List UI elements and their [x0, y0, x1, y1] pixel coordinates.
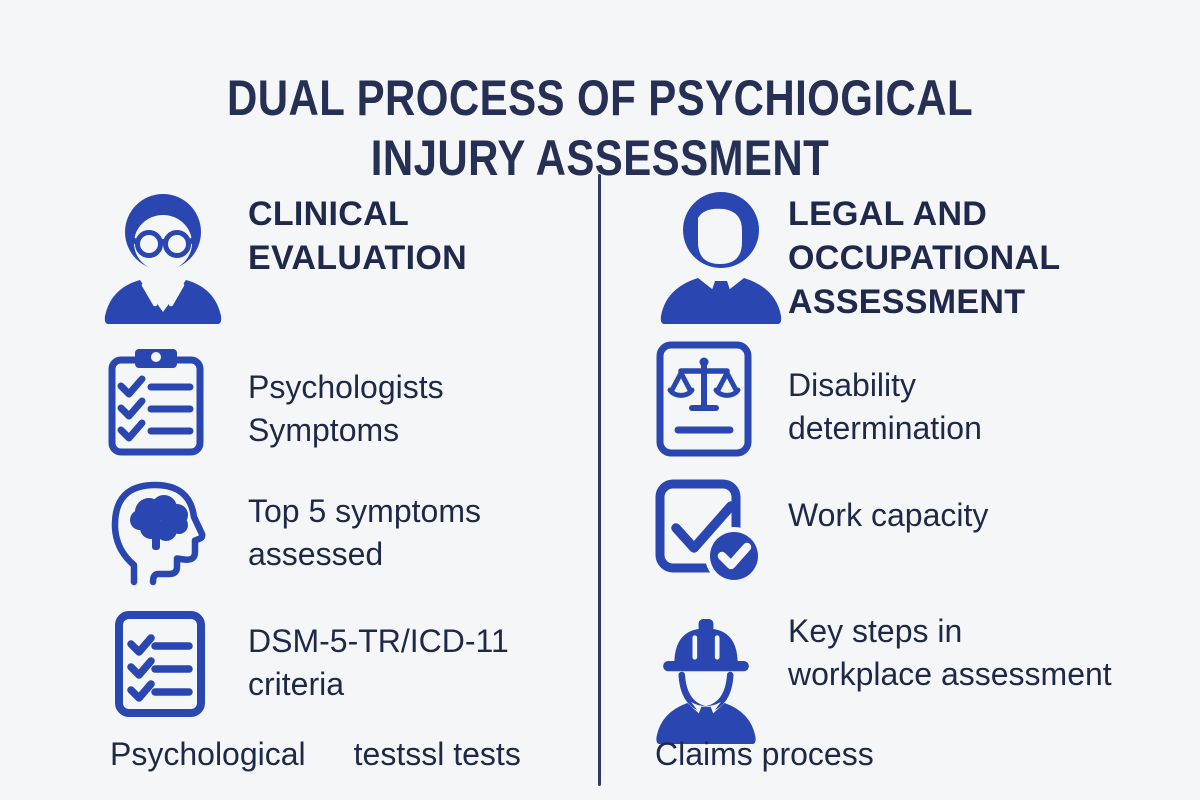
right-footer-part1: Claims process [655, 736, 874, 772]
column-divider [598, 174, 601, 786]
left-item-1-text: Psychologists Symptoms [248, 369, 444, 449]
page-title: DUAL PROCESS OF PSYCHIOGICAL INJURY ASSE… [226, 69, 974, 186]
checklist-document-icon [110, 608, 210, 720]
left-footer-part2: testssl tests [353, 736, 521, 772]
left-column-title: CLINICAL EVALUATION [248, 195, 467, 278]
construction-worker-icon [650, 606, 762, 744]
right-footer: Claims process [655, 736, 874, 773]
left-footer: Psychological testssl tests [110, 736, 521, 773]
left-item-2-text: Top 5 symptoms assessed [248, 493, 481, 573]
left-item-3-text: DSM-5-TR/ICD-11 criteria [248, 623, 509, 703]
businessman-icon [646, 180, 796, 324]
checkbox-verified-icon [652, 476, 760, 590]
right-column-title: LEGAL AND OCCUPATIONAL ASSESSMENT [788, 195, 1061, 322]
scales-document-icon [652, 340, 756, 458]
right-item-2-text: Work capacity [788, 497, 989, 533]
doctor-with-glasses-icon [88, 180, 238, 324]
clipboard-checklist-icon [104, 342, 208, 458]
right-item-1-text: Disability determination [788, 367, 982, 447]
right-item-3-text: Key steps in workplace assessment [788, 613, 1112, 693]
head-brain-icon [100, 470, 214, 588]
left-footer-part1: Psychological [110, 736, 306, 772]
